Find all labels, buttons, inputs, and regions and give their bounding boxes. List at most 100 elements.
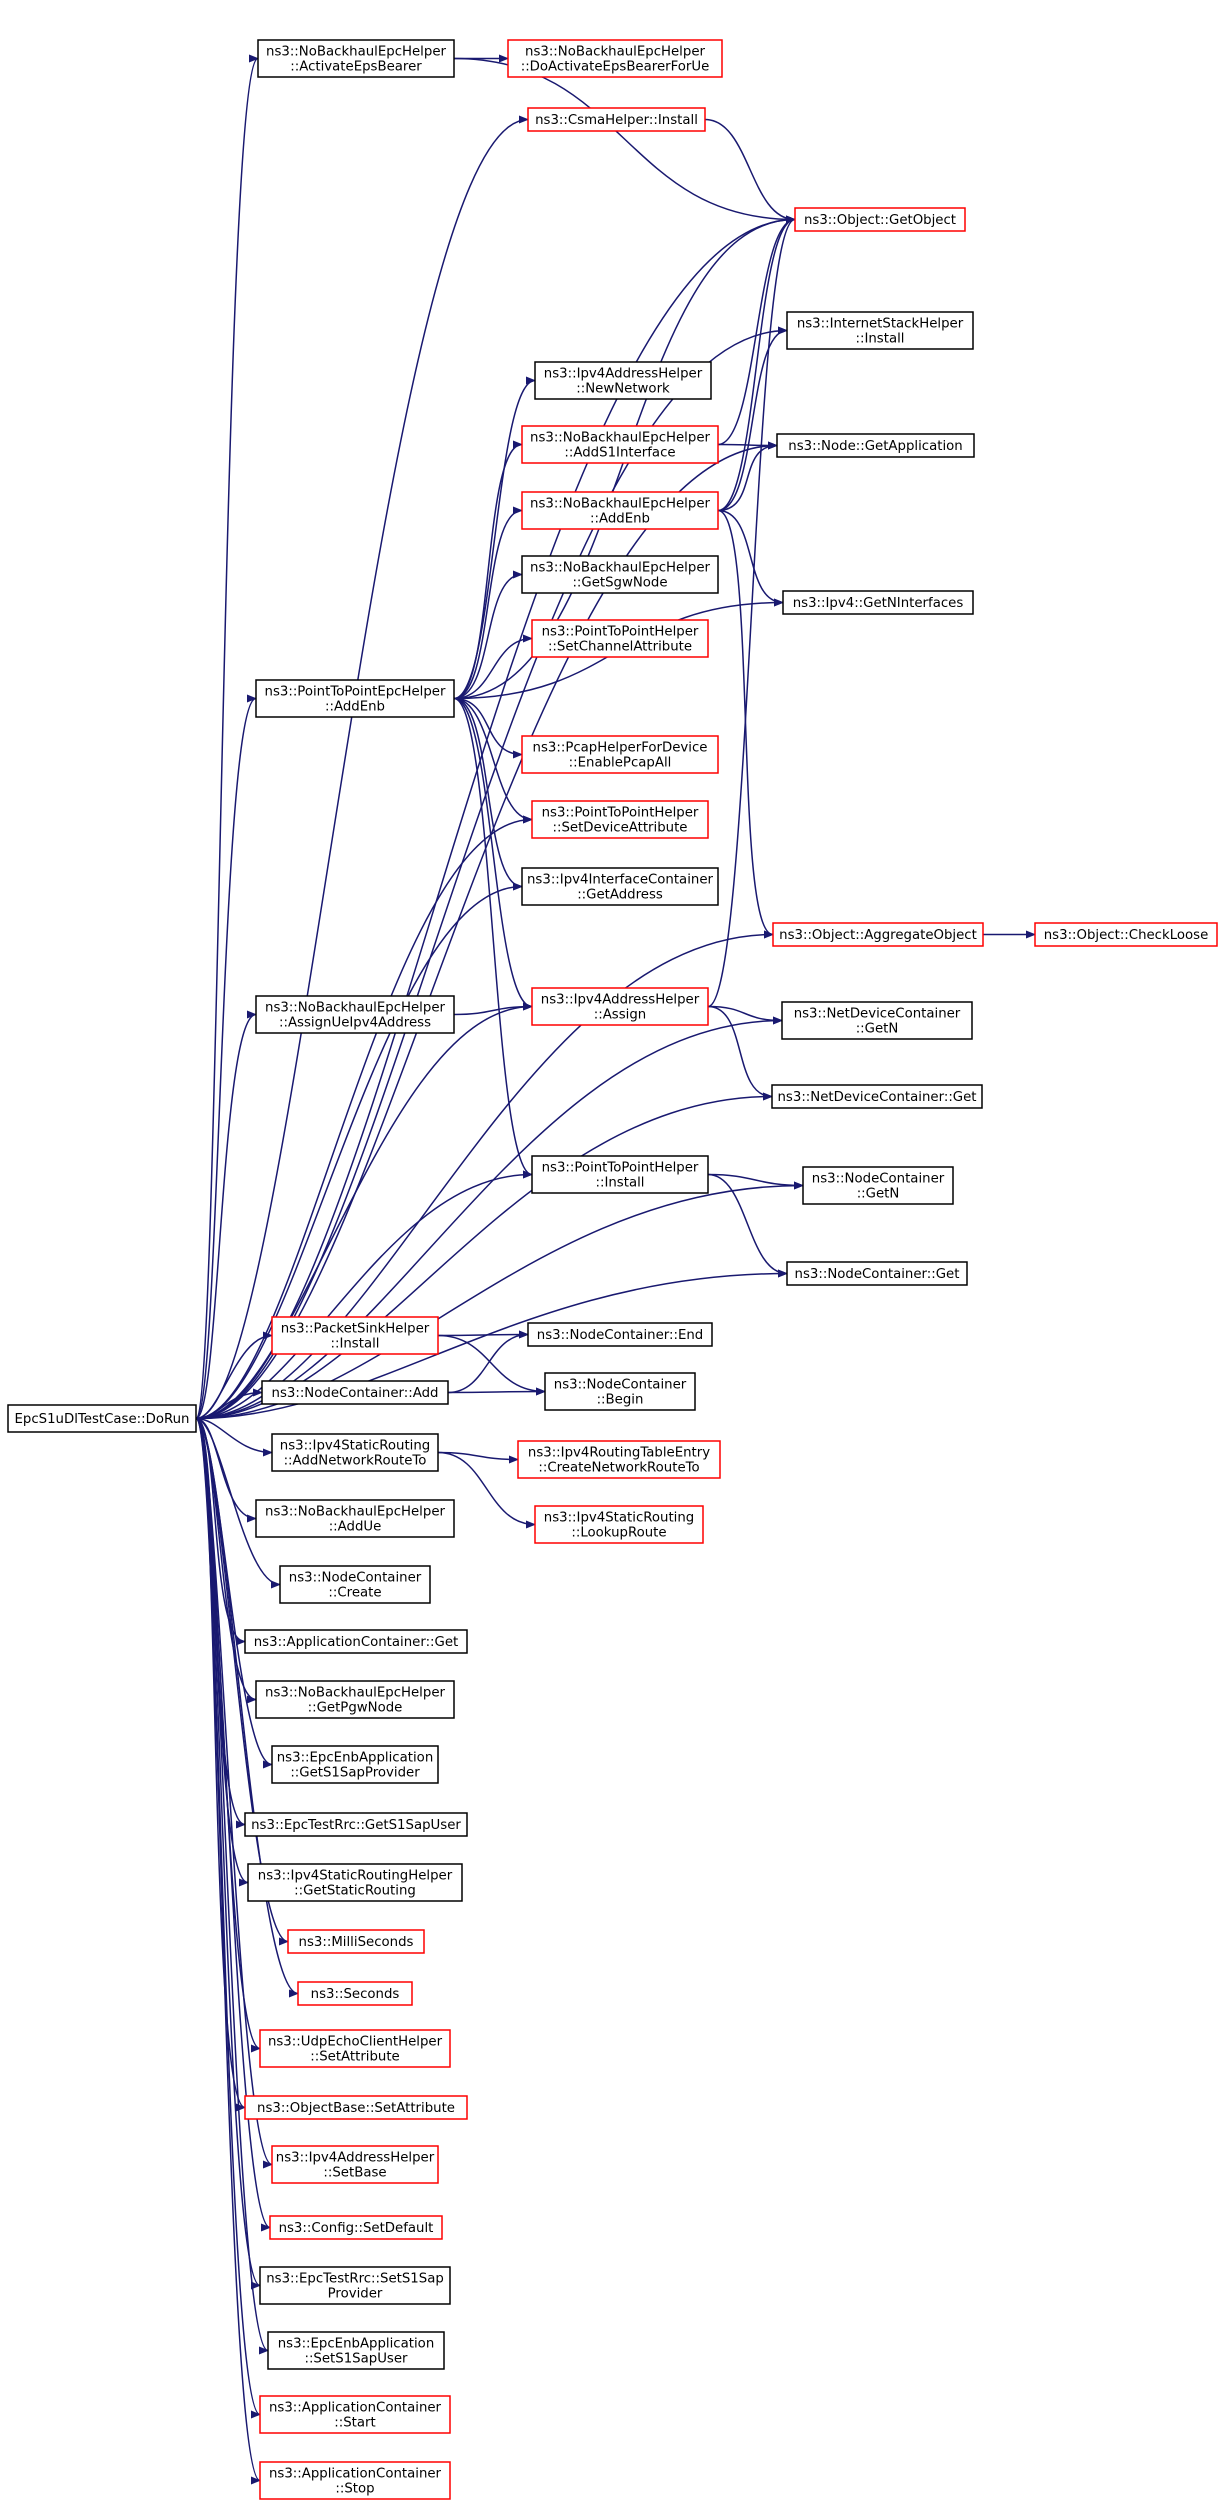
node-box[interactable] <box>267 2331 445 2370</box>
node-ns3-netdevicecontainer-get[interactable]: ns3::NetDeviceContainer::Get <box>771 1084 983 1109</box>
node-box[interactable] <box>271 1433 439 1472</box>
node-box[interactable] <box>786 311 974 350</box>
node-ns3-applicationcontainer-start[interactable]: ns3::ApplicationContainer::Start <box>259 2395 451 2434</box>
node-box[interactable] <box>802 1166 954 1205</box>
node-ns3-objectbase-setattribute[interactable]: ns3::ObjectBase::SetAttribute <box>244 2095 468 2120</box>
node-box[interactable] <box>255 1680 455 1719</box>
node-box[interactable] <box>269 2215 443 2240</box>
node-box[interactable] <box>244 1629 468 1654</box>
node-ns3-object-aggregateobject[interactable]: ns3::Object::AggregateObject <box>772 922 984 947</box>
node-ns3-pointtopointhelper-setdeviceattribute[interactable]: ns3::PointToPointHelper::SetDeviceAttrib… <box>531 800 709 839</box>
node-ns3-nobackhaulepchelper-addue[interactable]: ns3::NoBackhaulEpcHelper::AddUe <box>255 1499 455 1538</box>
node-box[interactable] <box>7 1404 197 1433</box>
node-ns3-milliseconds[interactable]: ns3::MilliSeconds <box>287 1929 425 1954</box>
node-ns3-netdevicecontainer-getn[interactable]: ns3::NetDeviceContainer::GetN <box>781 1001 973 1040</box>
node-ns3-seconds[interactable]: ns3::Seconds <box>297 1981 413 2006</box>
node-box[interactable] <box>782 590 974 615</box>
node-box[interactable] <box>531 1155 709 1194</box>
node-box[interactable] <box>531 619 709 658</box>
node-box[interactable] <box>776 433 975 458</box>
node-box[interactable] <box>534 1505 704 1544</box>
node-ns3-ipv4addresshelper-setbase[interactable]: ns3::Ipv4AddressHelper::SetBase <box>271 2145 439 2184</box>
node-ns3-pointtopointepchelper-addenb[interactable]: ns3::PointToPointEpcHelper::AddEnb <box>255 679 455 718</box>
node-ns3-nodecontainer-get[interactable]: ns3::NodeContainer::Get <box>786 1261 968 1286</box>
node-box[interactable] <box>771 1084 983 1109</box>
node-box[interactable] <box>772 922 984 947</box>
node-ns3-pointtopointhelper-install[interactable]: ns3::PointToPointHelper::Install <box>531 1155 709 1194</box>
node-box[interactable] <box>521 867 719 906</box>
node-box[interactable] <box>531 987 709 1026</box>
node-ns3-packetsinkhelper-install[interactable]: ns3::PacketSinkHelper::Install <box>271 1316 439 1355</box>
node-epcs1udltestcase-dorun[interactable]: EpcS1uDlTestCase::DoRun <box>7 1404 197 1433</box>
node-box[interactable] <box>271 1316 439 1355</box>
node-ns3-config-setdefault[interactable]: ns3::Config::SetDefault <box>269 2215 443 2240</box>
node-ns3-pcaphelperfordevice-enablepcapall[interactable]: ns3::PcapHelperForDevice::EnablePcapAll <box>521 735 719 774</box>
node-ns3-object-getobject[interactable]: ns3::Object::GetObject <box>794 207 966 232</box>
node-ns3-nodecontainer-getn[interactable]: ns3::NodeContainer::GetN <box>802 1166 954 1205</box>
node-box[interactable] <box>257 39 455 78</box>
node-ns3-internetstackhelper-install[interactable]: ns3::InternetStackHelper::Install <box>786 311 974 350</box>
node-box[interactable] <box>244 2095 468 2120</box>
node-box[interactable] <box>297 1981 413 2006</box>
node-ns3-udpechoclienthelper-setattribute[interactable]: ns3::UdpEchoClientHelper::SetAttribute <box>259 2029 451 2068</box>
node-ns3-epcenbapplication-sets1sapuser[interactable]: ns3::EpcEnbApplication::SetS1SapUser <box>267 2331 445 2370</box>
node-ns3-nobackhaulepchelper-assignueipv4address[interactable]: ns3::NoBackhaulEpcHelper::AssignUeIpv4Ad… <box>255 995 455 1034</box>
node-box[interactable] <box>259 2029 451 2068</box>
node-ns3-epcenbapplication-gets1sapprovider[interactable]: ns3::EpcEnbApplication::GetS1SapProvider <box>271 1745 439 1784</box>
node-ns3-node-getapplication[interactable]: ns3::Node::GetApplication <box>776 433 975 458</box>
node-ns3-nobackhaulepchelper-adds1interface[interactable]: ns3::NoBackhaulEpcHelper::AddS1Interface <box>521 425 719 464</box>
node-box[interactable] <box>544 1372 696 1411</box>
node-box[interactable] <box>507 39 723 78</box>
node-ns3-nodecontainer-begin[interactable]: ns3::NodeContainer::Begin <box>544 1372 696 1411</box>
node-ns3-pointtopointhelper-setchannelattribute[interactable]: ns3::PointToPointHelper::SetChannelAttri… <box>531 619 709 658</box>
node-box[interactable] <box>521 491 719 530</box>
node-ns3-ipv4interfacecontainer-getaddress[interactable]: ns3::Ipv4InterfaceContainer::GetAddress <box>521 867 719 906</box>
node-ns3-nobackhaulepchelper-activateepsbearer[interactable]: ns3::NoBackhaulEpcHelper::ActivateEpsBea… <box>257 39 455 78</box>
node-box[interactable] <box>255 1499 455 1538</box>
node-ns3-ipv4staticrouting-lookuproute[interactable]: ns3::Ipv4StaticRouting::LookupRoute <box>534 1505 704 1544</box>
node-ns3-epctestrrc-gets1sapuser[interactable]: ns3::EpcTestRrc::GetS1SapUser <box>244 1812 468 1837</box>
node-ns3-ipv4-getninterfaces[interactable]: ns3::Ipv4::GetNInterfaces <box>782 590 974 615</box>
node-ns3-nobackhaulepchelper-getpgwnode[interactable]: ns3::NoBackhaulEpcHelper::GetPgwNode <box>255 1680 455 1719</box>
node-ns3-applicationcontainer-stop[interactable]: ns3::ApplicationContainer::Stop <box>259 2461 451 2500</box>
node-box[interactable] <box>781 1001 973 1040</box>
node-ns3-nodecontainer-create[interactable]: ns3::NodeContainer::Create <box>279 1565 431 1604</box>
node-ns3-nodecontainer-end[interactable]: ns3::NodeContainer::End <box>527 1322 713 1347</box>
node-box[interactable] <box>794 207 966 232</box>
node-box[interactable] <box>534 361 712 400</box>
node-box[interactable] <box>1034 922 1218 947</box>
node-box[interactable] <box>527 1322 713 1347</box>
node-ns3-csmahelper-install[interactable]: ns3::CsmaHelper::Install <box>527 107 706 132</box>
node-ns3-nodecontainer-add[interactable]: ns3::NodeContainer::Add <box>261 1380 449 1405</box>
node-ns3-ipv4staticrouting-addnetworkrouteto[interactable]: ns3::Ipv4StaticRouting::AddNetworkRouteT… <box>271 1433 439 1472</box>
node-box[interactable] <box>244 1812 468 1837</box>
node-ns3-ipv4routingtableentry-createnetworkrouteto[interactable]: ns3::Ipv4RoutingTableEntry::CreateNetwor… <box>517 1440 721 1479</box>
node-ns3-applicationcontainer-get[interactable]: ns3::ApplicationContainer::Get <box>244 1629 468 1654</box>
node-box[interactable] <box>521 425 719 464</box>
node-box[interactable] <box>255 995 455 1034</box>
node-box[interactable] <box>786 1261 968 1286</box>
node-box[interactable] <box>521 735 719 774</box>
node-box[interactable] <box>517 1440 721 1479</box>
node-box[interactable] <box>255 679 455 718</box>
node-box[interactable] <box>527 107 706 132</box>
node-ns3-ipv4addresshelper-assign[interactable]: ns3::Ipv4AddressHelper::Assign <box>531 987 709 1026</box>
node-ns3-nobackhaulepchelper-getsgwnode[interactable]: ns3::NoBackhaulEpcHelper::GetSgwNode <box>521 555 719 594</box>
node-box[interactable] <box>531 800 709 839</box>
node-box[interactable] <box>271 1745 439 1784</box>
node-ns3-ipv4staticroutinghelper-getstaticrouting[interactable]: ns3::Ipv4StaticRoutingHelper::GetStaticR… <box>247 1863 463 1902</box>
node-ns3-object-checkloose[interactable]: ns3::Object::CheckLoose <box>1034 922 1218 947</box>
node-box[interactable] <box>271 2145 439 2184</box>
node-box[interactable] <box>259 2266 451 2305</box>
node-ns3-ipv4addresshelper-newnetwork[interactable]: ns3::Ipv4AddressHelper::NewNetwork <box>534 361 712 400</box>
node-box[interactable] <box>261 1380 449 1405</box>
node-box[interactable] <box>247 1863 463 1902</box>
node-ns3-nobackhaulepchelper-doactivateepsbearerforue[interactable]: ns3::NoBackhaulEpcHelper::DoActivateEpsB… <box>507 39 723 78</box>
node-box[interactable] <box>279 1565 431 1604</box>
node-box[interactable] <box>259 2395 451 2434</box>
node-ns3-nobackhaulepchelper-addenb[interactable]: ns3::NoBackhaulEpcHelper::AddEnb <box>521 491 719 530</box>
node-box[interactable] <box>521 555 719 594</box>
node-box[interactable] <box>287 1929 425 1954</box>
node-box[interactable] <box>259 2461 451 2500</box>
